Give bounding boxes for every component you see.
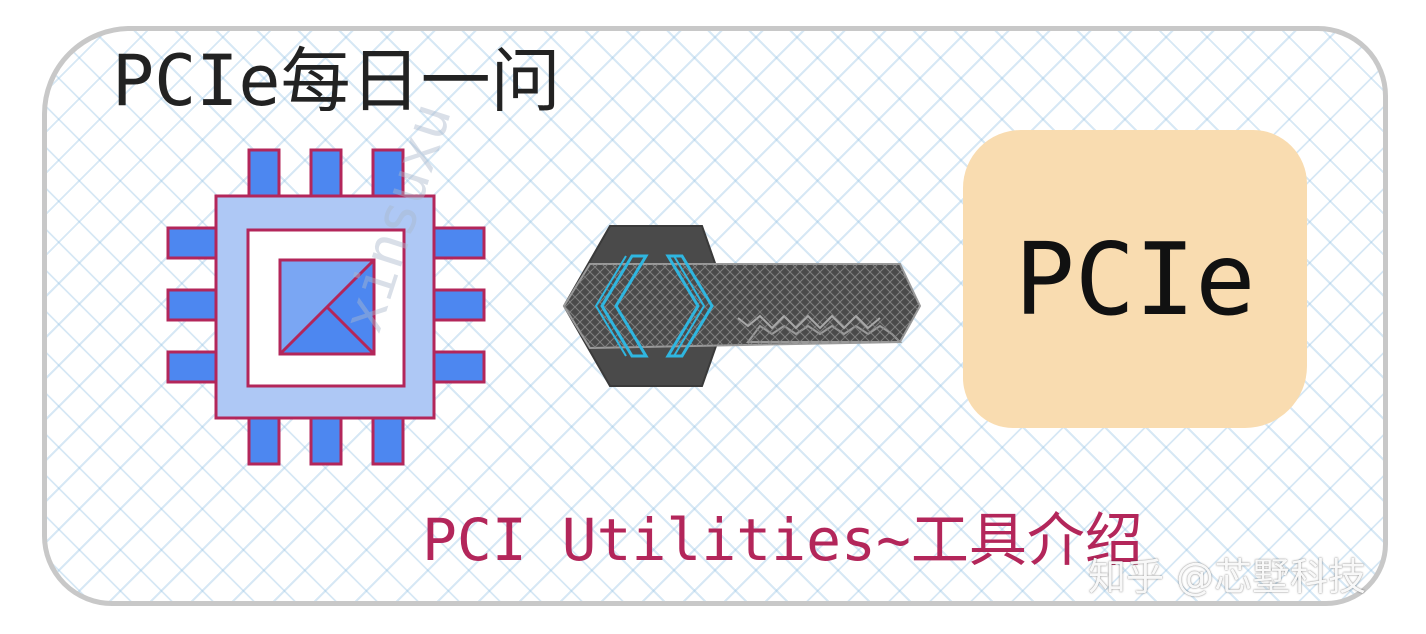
page-title: PCIe每日一问	[112, 40, 561, 122]
credit-watermark: 知乎 @芯墅科技	[1088, 555, 1367, 599]
key-icon	[562, 225, 922, 387]
pcie-badge-label: PCIe	[1014, 220, 1256, 338]
chip-icon	[166, 148, 486, 466]
subtitle: PCI Utilities~工具介绍	[422, 506, 1143, 574]
pcie-badge: PCIe	[963, 130, 1307, 428]
